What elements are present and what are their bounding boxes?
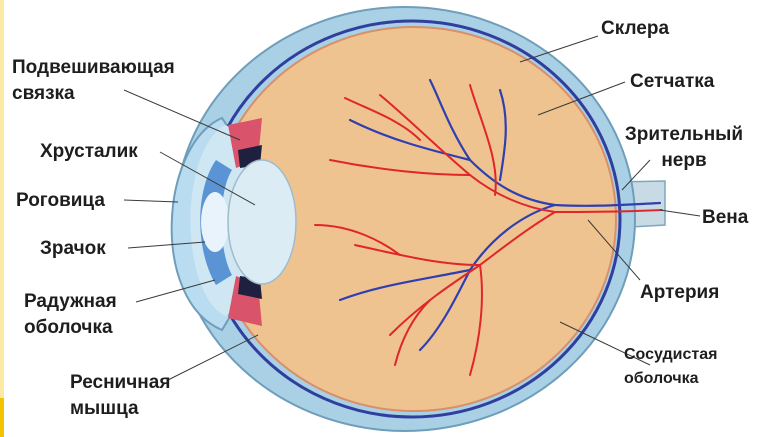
label-ciliary-line2: мышца bbox=[70, 397, 139, 420]
label-cornea: Роговица bbox=[16, 189, 105, 212]
label-zonule-line2: связка bbox=[12, 82, 75, 105]
label-pupil: Зрачок bbox=[40, 237, 106, 260]
label-ciliary-line1: Ресничная bbox=[70, 371, 170, 394]
pupil bbox=[201, 192, 229, 252]
label-iris-line1: Радужная bbox=[24, 290, 117, 313]
label-choroid-line1: Сосудистая bbox=[624, 345, 717, 365]
label-sclera: Склера bbox=[601, 17, 669, 40]
label-optic-nerve-line2: нерв bbox=[614, 149, 754, 172]
lens bbox=[228, 160, 296, 284]
label-lens: Хрусталик bbox=[40, 140, 138, 163]
label-choroid-line2: оболочка bbox=[624, 369, 699, 389]
label-zonule-line1: Подвешивающая bbox=[12, 56, 175, 79]
label-retina: Сетчатка bbox=[630, 70, 714, 93]
label-vein: Вена bbox=[702, 206, 748, 229]
label-iris-line2: оболочка bbox=[24, 316, 113, 339]
label-artery: Артерия bbox=[640, 281, 719, 304]
label-optic-nerve-line1: Зрительный bbox=[614, 123, 754, 146]
